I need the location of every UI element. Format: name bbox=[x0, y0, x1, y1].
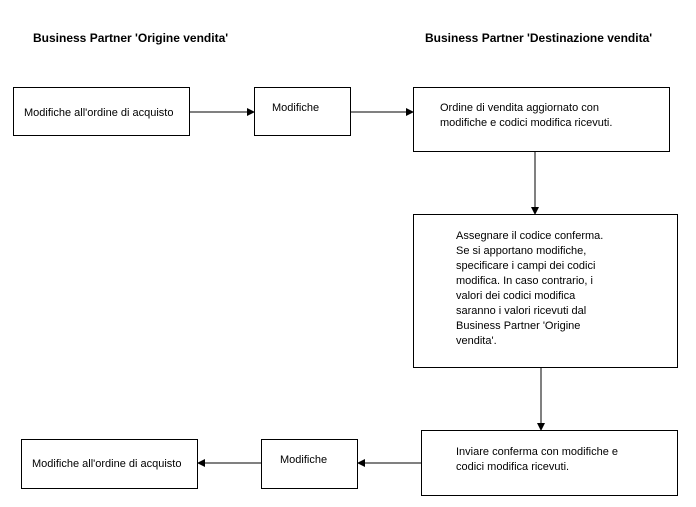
origin-changes-label: Modifiche bbox=[272, 102, 320, 114]
assign-confirmation-code-label: Assegnare il codice conferma. Se si appo… bbox=[456, 230, 604, 347]
origin-po-changes-box: Modifiche all'ordine di acquisto bbox=[13, 87, 190, 136]
return-po-changes-box: Modifiche all'ordine di acquisto bbox=[21, 439, 198, 489]
return-changes-box: Modifiche bbox=[261, 439, 358, 489]
sales-order-updated-label: Ordine di vendita aggiornato con modific… bbox=[440, 102, 613, 129]
send-confirmation-label: Inviare conferma con modifiche e codici … bbox=[456, 446, 619, 473]
return-changes-label: Modifiche bbox=[280, 454, 328, 466]
sales-order-updated-box: Ordine di vendita aggiornato con modific… bbox=[413, 87, 670, 152]
origin-changes-box: Modifiche bbox=[254, 87, 351, 136]
return-po-changes-label: Modifiche all'ordine di acquisto bbox=[32, 458, 182, 470]
origin-po-changes-label: Modifiche all'ordine di acquisto bbox=[24, 107, 174, 119]
send-confirmation-box: Inviare conferma con modifiche e codici … bbox=[421, 430, 678, 496]
assign-confirmation-code-box: Assegnare il codice conferma. Se si appo… bbox=[413, 214, 678, 368]
origin-partner-heading: Business Partner 'Origine vendita' bbox=[33, 31, 229, 45]
destination-partner-heading: Business Partner 'Destinazione vendita' bbox=[425, 31, 653, 45]
